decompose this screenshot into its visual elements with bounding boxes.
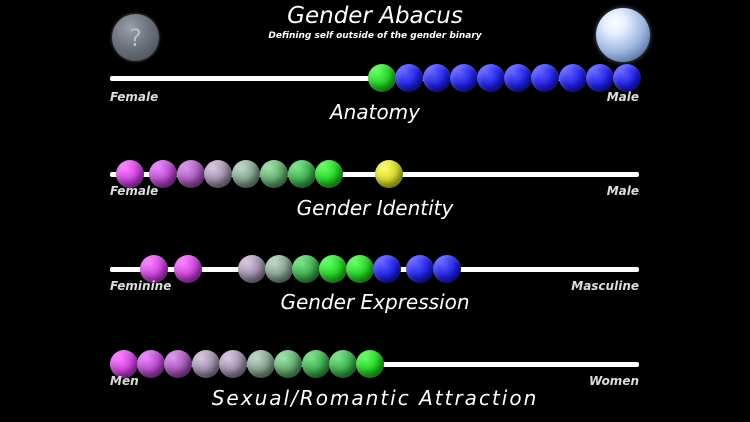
bead[interactable] [375,160,403,188]
page-subtitle: Defining self outside of the gender bina… [268,31,482,41]
bead[interactable] [319,255,347,283]
right-end-label: Male [606,184,639,198]
bead[interactable] [329,350,357,378]
row-title-gender-expression: Gender Expression [280,290,470,314]
bead[interactable] [137,350,165,378]
row-title-attraction: Sexual/Romantic Attraction [211,386,539,410]
bead[interactable] [423,64,451,92]
abacus-gender-expression: Feminine Masculine [110,254,639,314]
bead[interactable] [373,255,401,283]
row-title-anatomy: Anatomy [329,100,420,124]
bead[interactable] [232,160,260,188]
bead[interactable] [531,64,559,92]
bead[interactable] [613,64,641,92]
bead[interactable] [504,64,532,92]
right-end-label: Women [588,374,639,388]
right-end-label: Male [606,90,639,104]
bead[interactable] [247,350,275,378]
right-end-label: Masculine [571,279,639,293]
bead[interactable] [274,350,302,378]
abacus-rail [110,172,639,177]
bead[interactable] [450,64,478,92]
glass-orb-icon[interactable] [596,8,650,62]
row-title-gender-identity: Gender Identity [296,196,454,220]
bead[interactable] [586,64,614,92]
left-end-label: Feminine [110,279,172,293]
bead[interactable] [116,160,144,188]
bead[interactable] [477,64,505,92]
bead[interactable] [174,255,202,283]
bead[interactable] [177,160,205,188]
abacus-attraction: Men Women [110,350,639,410]
left-end-label: Men [110,374,139,388]
bead[interactable] [288,160,316,188]
bead[interactable] [219,350,247,378]
bead[interactable] [110,350,138,378]
left-end-label: Female [110,184,159,198]
bead[interactable] [368,64,396,92]
bead[interactable] [346,255,374,283]
bead[interactable] [406,255,434,283]
bead[interactable] [260,160,288,188]
abacus-anatomy: Female Male [110,64,641,124]
bead[interactable] [356,350,384,378]
bead[interactable] [204,160,232,188]
help-button[interactable]: ? [112,14,159,61]
bead[interactable] [192,350,220,378]
bead[interactable] [238,255,266,283]
bead[interactable] [140,255,168,283]
abacus-gender-identity: Female Male [110,159,639,219]
bead[interactable] [265,255,293,283]
page-title: Gender Abacus [287,3,463,29]
bead[interactable] [149,160,177,188]
bead[interactable] [164,350,192,378]
bead[interactable] [315,160,343,188]
bead[interactable] [395,64,423,92]
bead[interactable] [559,64,587,92]
bead[interactable] [302,350,330,378]
left-end-label: Female [110,90,159,104]
bead[interactable] [292,255,320,283]
bead[interactable] [433,255,461,283]
question-mark-icon: ? [129,23,142,52]
